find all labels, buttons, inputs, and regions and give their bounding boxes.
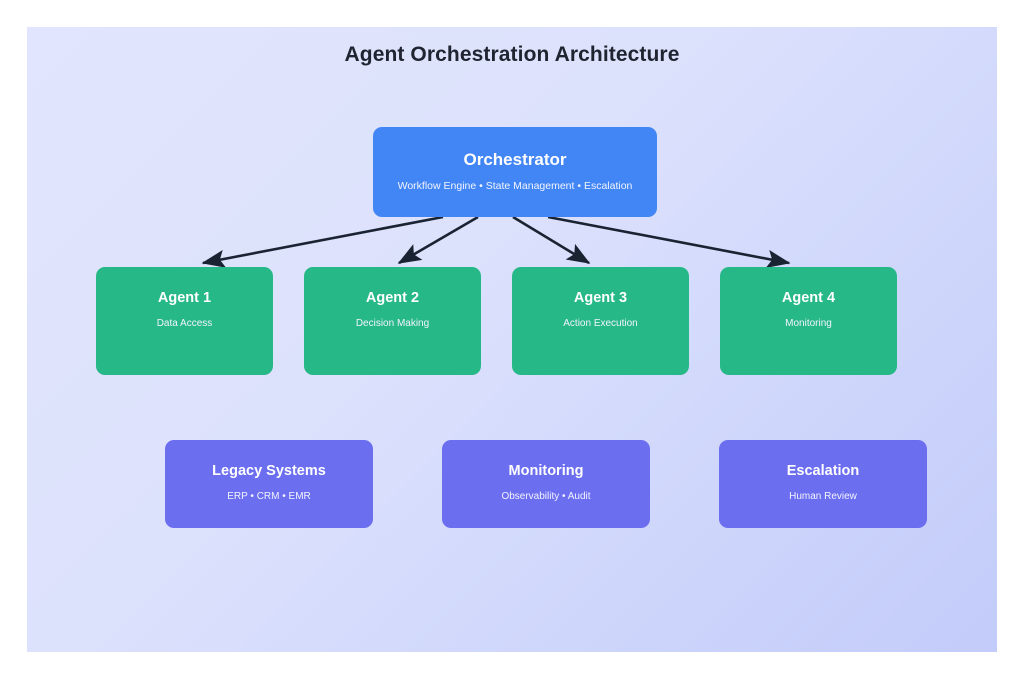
node-orchestrator-subtitle: Workflow Engine • State Management • Esc…	[397, 180, 633, 192]
node-agent-1-title: Agent 1	[157, 290, 212, 306]
node-orchestrator[interactable]: Orchestrator Workflow Engine • State Man…	[373, 127, 657, 217]
node-agent-4[interactable]: Agent 4 Monitoring	[720, 267, 897, 375]
diagram-canvas: Agent Orchestration Architecture Orchest…	[27, 27, 997, 652]
node-legacy-systems-title: Legacy Systems	[212, 463, 326, 479]
node-agent-2-title: Agent 2	[365, 290, 420, 306]
node-escalation-subtitle: Human Review	[789, 490, 857, 502]
connector-orchestrator-to-agent-4	[547, 215, 791, 268]
node-agent-2[interactable]: Agent 2 Decision Making	[304, 267, 481, 375]
node-monitoring-title: Monitoring	[508, 463, 584, 479]
node-agent-1-subtitle: Data Access	[156, 317, 213, 329]
node-orchestrator-title: Orchestrator	[463, 150, 567, 169]
node-agent-1[interactable]: Agent 1 Data Access	[96, 267, 273, 375]
node-agent-3-subtitle: Action Execution	[563, 317, 638, 329]
node-agent-3-title: Agent 3	[573, 290, 628, 306]
node-monitoring-subtitle: Observability • Audit	[501, 490, 591, 502]
node-monitoring[interactable]: Monitoring Observability • Audit	[442, 440, 650, 528]
diagram-title: Agent Orchestration Architecture	[344, 43, 680, 66]
node-agent-2-subtitle: Decision Making	[355, 317, 430, 329]
node-legacy-systems[interactable]: Legacy Systems ERP • CRM • EMR	[165, 440, 373, 528]
connector-orchestrator-to-agent-3	[512, 215, 591, 265]
connector-orchestrator-to-agent-1	[201, 215, 444, 268]
node-escalation-title: Escalation	[786, 463, 860, 479]
node-agent-4-title: Agent 4	[781, 290, 836, 306]
node-legacy-systems-subtitle: ERP • CRM • EMR	[227, 490, 311, 502]
connector-orchestrator-to-agent-2	[397, 215, 479, 265]
node-agent-4-subtitle: Monitoring	[785, 317, 832, 329]
node-agent-3[interactable]: Agent 3 Action Execution	[512, 267, 689, 375]
node-escalation[interactable]: Escalation Human Review	[719, 440, 927, 528]
